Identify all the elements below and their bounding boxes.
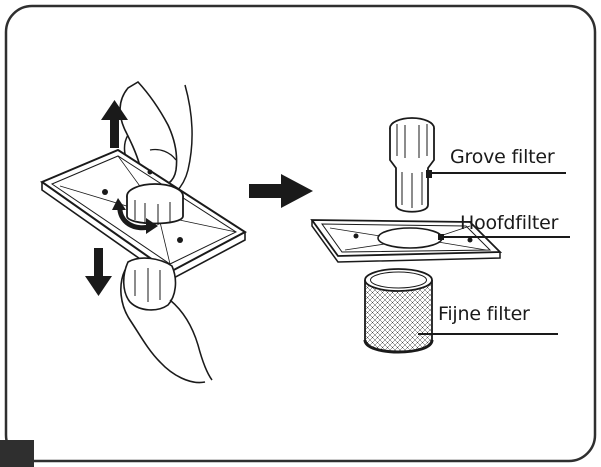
arrow-down-icon	[85, 248, 112, 296]
main-filter-leader	[442, 236, 570, 238]
main-filter-label: Hoofdfilter	[460, 212, 559, 234]
frame-corner-tab	[0, 440, 34, 467]
coarse-filter	[389, 117, 435, 213]
fine-filter-leader	[418, 333, 558, 335]
outer-frame	[4, 4, 597, 463]
coarse-filter-label: Grove filter	[450, 146, 555, 168]
coarse-filter-leader	[432, 172, 566, 174]
arrow-up-icon	[101, 100, 128, 148]
fine-filter-label: Fijne filter	[438, 303, 530, 325]
lower-hand	[120, 269, 206, 384]
fine-filter	[363, 268, 434, 354]
rotate-arrow-icon	[112, 198, 158, 234]
main-filter	[310, 219, 503, 263]
arrow-right-icon	[249, 174, 313, 208]
